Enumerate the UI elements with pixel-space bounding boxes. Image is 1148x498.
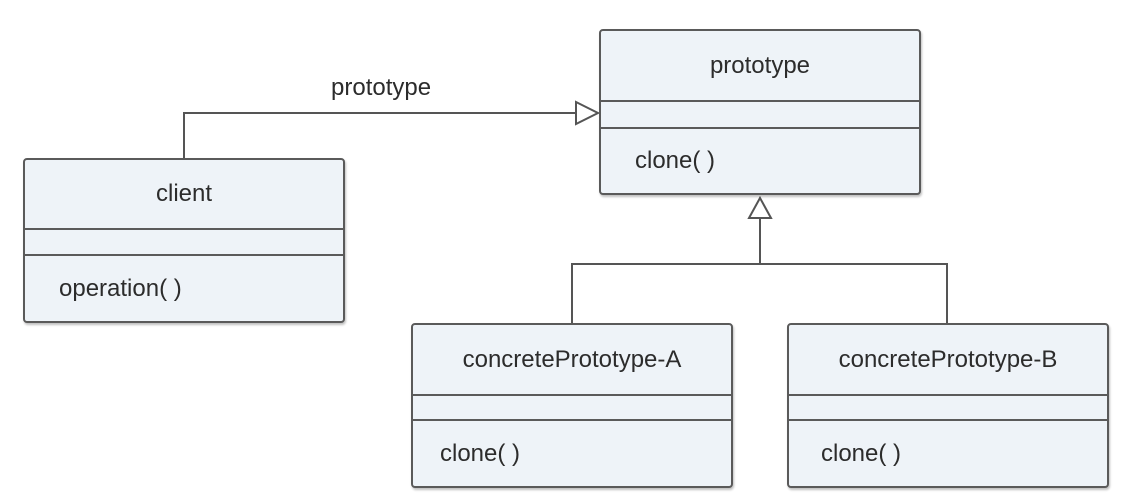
association-arrowhead [575,100,601,126]
association-label: prototype [331,74,432,101]
inheritance-line-b [760,263,948,323]
class-name: concretePrototype-B [789,325,1107,396]
inheritance-line-a [571,263,760,323]
class-attributes [25,230,343,256]
class-name: concretePrototype-A [413,325,731,396]
class-concrete-prototype-b: concretePrototype-B clone( ) [787,323,1109,488]
class-name: client [25,160,343,230]
class-attributes [601,102,919,129]
class-method: operation( ) [59,274,182,302]
association-line [183,112,576,158]
class-attributes [413,396,731,421]
class-method: clone( ) [440,439,521,467]
class-attributes [789,396,1107,421]
class-concrete-prototype-a: concretePrototype-A clone( ) [411,323,733,488]
class-prototype: prototype clone( ) [599,29,921,195]
inheritance-arrowhead [747,195,773,219]
class-method: clone( ) [635,147,716,174]
class-client: client operation( ) [23,158,345,323]
class-method: clone( ) [821,439,902,467]
class-name: prototype [601,31,919,102]
